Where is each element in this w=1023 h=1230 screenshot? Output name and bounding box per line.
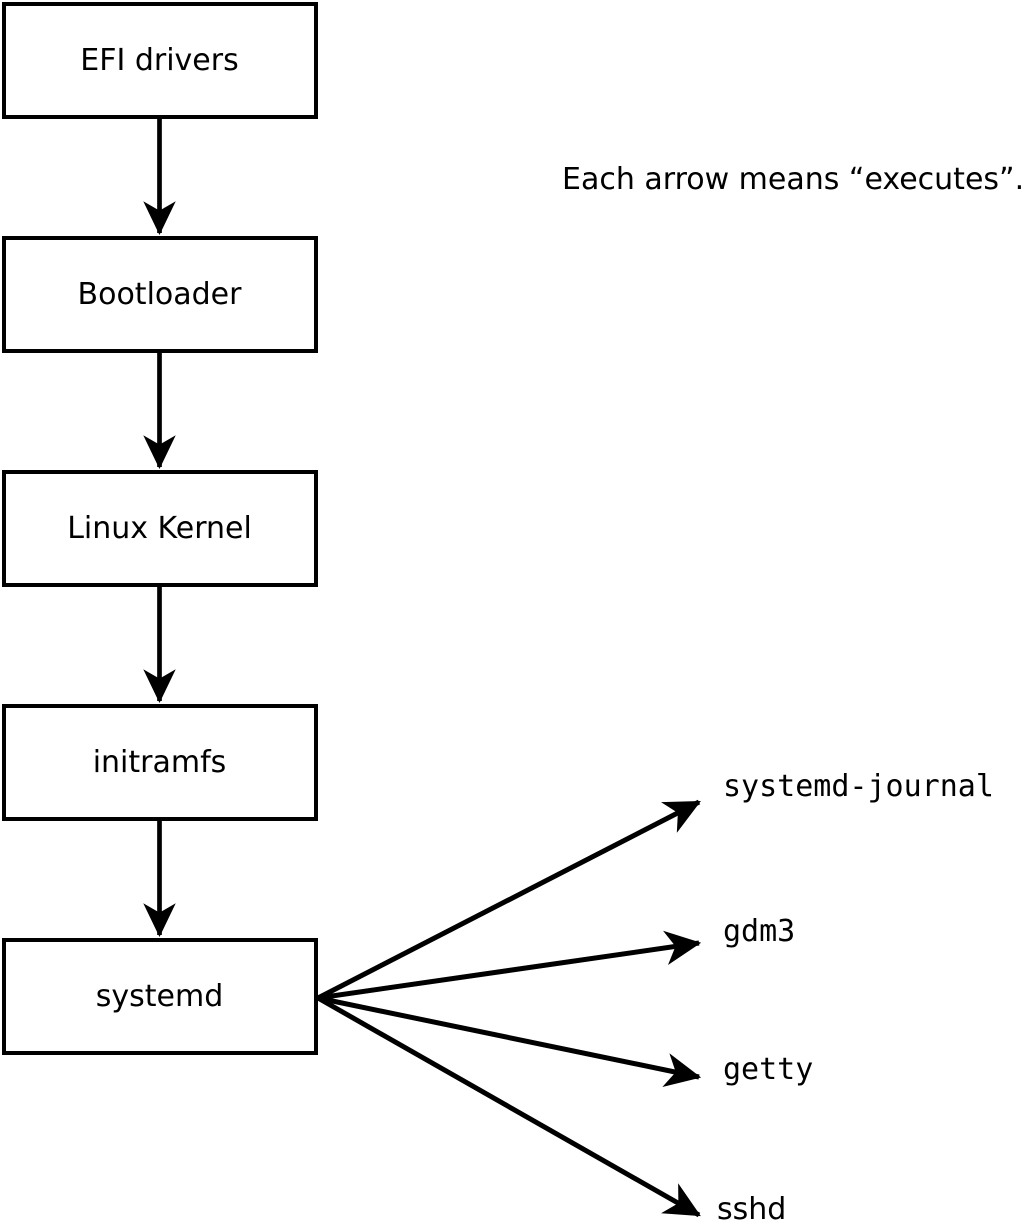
node-sshd-label: sshd [717, 1192, 787, 1227]
node-initramfs: initramfs [1, 704, 318, 821]
arrow-systemd-to-getty-icon [317, 995, 702, 1088]
node-getty-label: getty [723, 1052, 814, 1087]
node-initramfs-label: initramfs [92, 745, 227, 780]
node-linux-kernel: Linux Kernel [1, 470, 318, 587]
legend-note: Each arrow means “executes”. [562, 162, 1023, 197]
arrow-systemd-to-journal-icon [316, 799, 701, 1001]
node-bootloader: Bootloader [1, 236, 318, 353]
node-bootloader-label: Bootloader [77, 277, 242, 312]
node-systemd-journal-label: systemd-journal [723, 769, 994, 804]
arrow-systemd-to-gdm3-icon [317, 930, 702, 1001]
node-efi-drivers: EFI drivers [1, 2, 318, 119]
node-linux-kernel-label: Linux Kernel [67, 511, 252, 546]
node-systemd-label: systemd [95, 979, 224, 1014]
node-gdm3-label: gdm3 [723, 914, 796, 949]
arrow-systemd-to-sshd-icon [316, 995, 701, 1218]
node-efi-drivers-label: EFI drivers [80, 43, 239, 78]
node-systemd: systemd [1, 938, 318, 1055]
